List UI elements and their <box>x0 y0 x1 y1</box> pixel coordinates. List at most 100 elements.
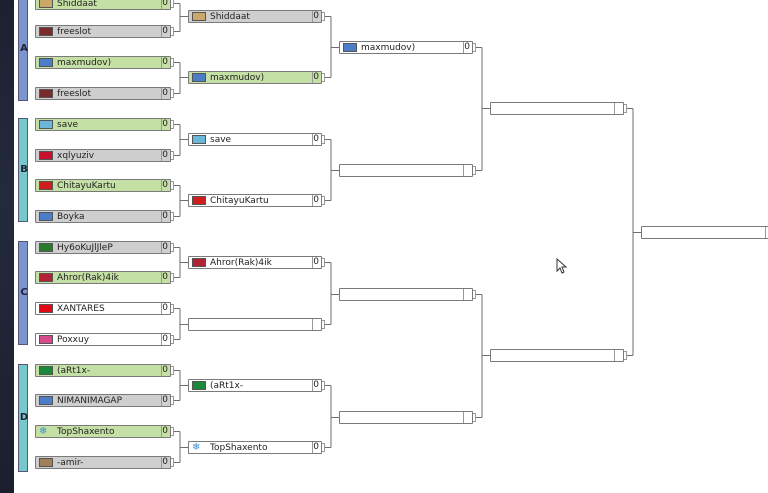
player-name: maxmudov) <box>210 72 265 83</box>
player-name: freeslot <box>57 26 91 37</box>
flag-icon <box>192 258 206 267</box>
slot-connector-cap <box>322 258 325 267</box>
slot-connector-cap <box>171 0 174 8</box>
slot-connector-cap <box>171 366 174 375</box>
flag-icon <box>39 335 53 344</box>
slot-connector-cap <box>171 273 174 282</box>
slot-connector-cap <box>322 443 325 452</box>
player-score <box>614 103 623 114</box>
player-score <box>463 165 472 176</box>
player-slot[interactable]: (aRt1x-0 <box>35 364 174 377</box>
slot-connector-cap <box>624 351 627 360</box>
slot-connector-cap <box>171 181 174 190</box>
player-name: Poxxuy <box>57 334 90 345</box>
player-score: 0 <box>312 380 321 391</box>
player-name: (aRt1x- <box>210 380 244 391</box>
player-score: 0 <box>463 42 472 53</box>
player-score: 0 <box>161 57 168 68</box>
player-score: 0 <box>161 334 170 345</box>
player-name: maxmudov) <box>361 42 416 53</box>
mouse-cursor-icon <box>556 258 568 274</box>
player-slot[interactable] <box>339 411 476 424</box>
group-bar <box>18 118 28 222</box>
player-slot[interactable]: maxmudov) 0 <box>188 71 325 84</box>
slot-connector-cap <box>322 381 325 390</box>
slot-connector-cap <box>322 12 325 21</box>
player-slot[interactable]: NIMANIMAGAP 0 <box>35 394 174 407</box>
flag-icon <box>192 73 206 82</box>
flag-icon <box>39 212 53 221</box>
flag-icon <box>192 12 206 21</box>
player-name: Shiddaat <box>57 0 97 9</box>
player-slot[interactable]: freeslot 0 <box>35 25 174 38</box>
player-score: 0 <box>161 303 170 314</box>
player-score: 0 <box>161 88 168 99</box>
player-slot[interactable]: ChitayuKartu 0 <box>35 179 174 192</box>
player-name: ChitayuKartu <box>57 180 116 191</box>
player-name: Boyka <box>57 211 85 222</box>
player-name: TopShaxento <box>210 442 268 453</box>
player-score: 0 <box>161 26 168 37</box>
slot-connector-cap <box>171 120 174 129</box>
snowflake-icon: ❄ <box>39 426 48 437</box>
flag-icon <box>39 243 53 252</box>
player-slot[interactable]: Poxxuy 0 <box>35 333 174 346</box>
slot-connector-cap <box>322 73 325 82</box>
player-slot[interactable] <box>188 318 325 331</box>
player-name: xqlyuziv <box>57 150 95 161</box>
player-slot[interactable]: -amir-0 <box>35 456 174 469</box>
player-slot[interactable] <box>641 226 768 239</box>
flag-icon <box>39 366 53 375</box>
slot-connector-cap <box>171 458 174 467</box>
slot-connector-cap <box>624 104 627 113</box>
player-score: 0 <box>312 442 321 453</box>
player-name: Hy6oKuJlJleP <box>57 242 113 253</box>
slot-connector-cap <box>171 151 174 160</box>
slot-connector-cap <box>171 212 174 221</box>
player-name: ChitayuKartu <box>210 195 269 206</box>
slot-connector-cap <box>322 320 325 329</box>
player-score: 0 <box>161 395 168 406</box>
slot-connector-cap <box>322 135 325 144</box>
player-score: 0 <box>312 72 319 83</box>
player-name: TopShaxento <box>57 426 115 437</box>
player-score: 0 <box>161 457 168 468</box>
flag-icon <box>343 43 357 52</box>
player-slot[interactable] <box>490 349 627 362</box>
player-slot[interactable]: maxmudov) 0 <box>35 56 174 69</box>
player-score: 0 <box>161 365 168 376</box>
player-slot[interactable] <box>339 288 476 301</box>
player-score: 0 <box>161 180 168 191</box>
player-name: maxmudov) <box>57 57 112 68</box>
player-score: 0 <box>312 11 319 22</box>
group-label: D <box>19 412 29 423</box>
slot-connector-cap <box>171 427 174 436</box>
player-name: NIMANIMAGAP <box>57 395 123 406</box>
player-slot[interactable] <box>339 164 476 177</box>
player-slot[interactable]: (aRt1x- 0 <box>188 379 325 392</box>
flag-icon <box>39 89 53 98</box>
player-slot[interactable]: maxmudov) 0 <box>339 41 476 54</box>
slot-connector-cap <box>473 413 476 422</box>
player-slot[interactable] <box>490 102 627 115</box>
player-slot[interactable]: xqlyuziv 0 <box>35 149 174 162</box>
slot-connector-cap <box>473 43 476 52</box>
player-score: 0 <box>161 150 168 161</box>
flag-icon <box>192 135 206 144</box>
player-name: save <box>57 119 79 130</box>
flag-icon <box>39 0 53 8</box>
